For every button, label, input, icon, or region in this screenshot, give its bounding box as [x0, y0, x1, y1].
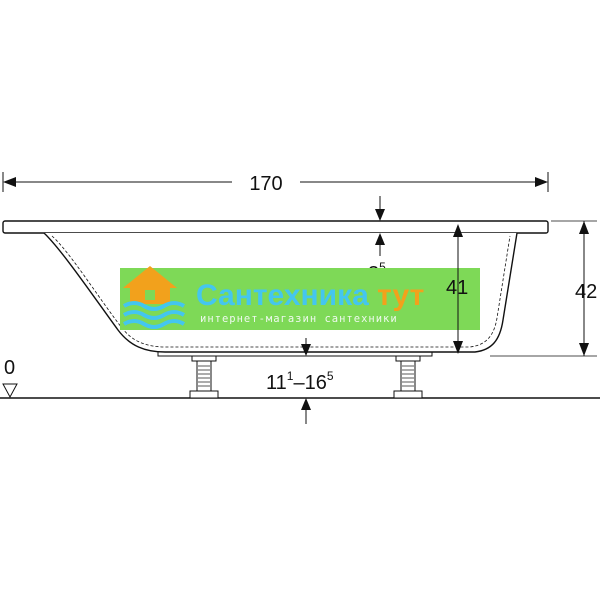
- floor-level-label: 0: [4, 357, 15, 379]
- leg-height-label: 111–165: [266, 369, 334, 394]
- length-label: 170: [249, 173, 282, 195]
- leg-right: [393, 355, 423, 399]
- watermark-subtitle: интернет-магазин сантехники: [200, 313, 398, 325]
- total-height-label: 42: [575, 281, 597, 303]
- length-dimension: 170: [2, 172, 549, 195]
- floor-level-marker: 0: [2, 357, 18, 399]
- leg-height-dimension: 111–165: [266, 338, 334, 424]
- inner-depth-label: 41: [446, 277, 468, 299]
- bathtub-inner-contour: [51, 235, 511, 348]
- total-height-dimension: 42: [490, 220, 597, 357]
- leg-left: [189, 355, 219, 399]
- watermark-title: Сантехника тут: [196, 279, 424, 312]
- inner-depth-dimension: 41: [446, 224, 468, 354]
- bathtub-rim: [2, 220, 549, 234]
- bathtub-base-plate: [157, 352, 433, 357]
- house-logo-icon: [122, 266, 186, 329]
- watermark-banner: Сантехника тут интернет-магазин сантехни…: [120, 266, 480, 330]
